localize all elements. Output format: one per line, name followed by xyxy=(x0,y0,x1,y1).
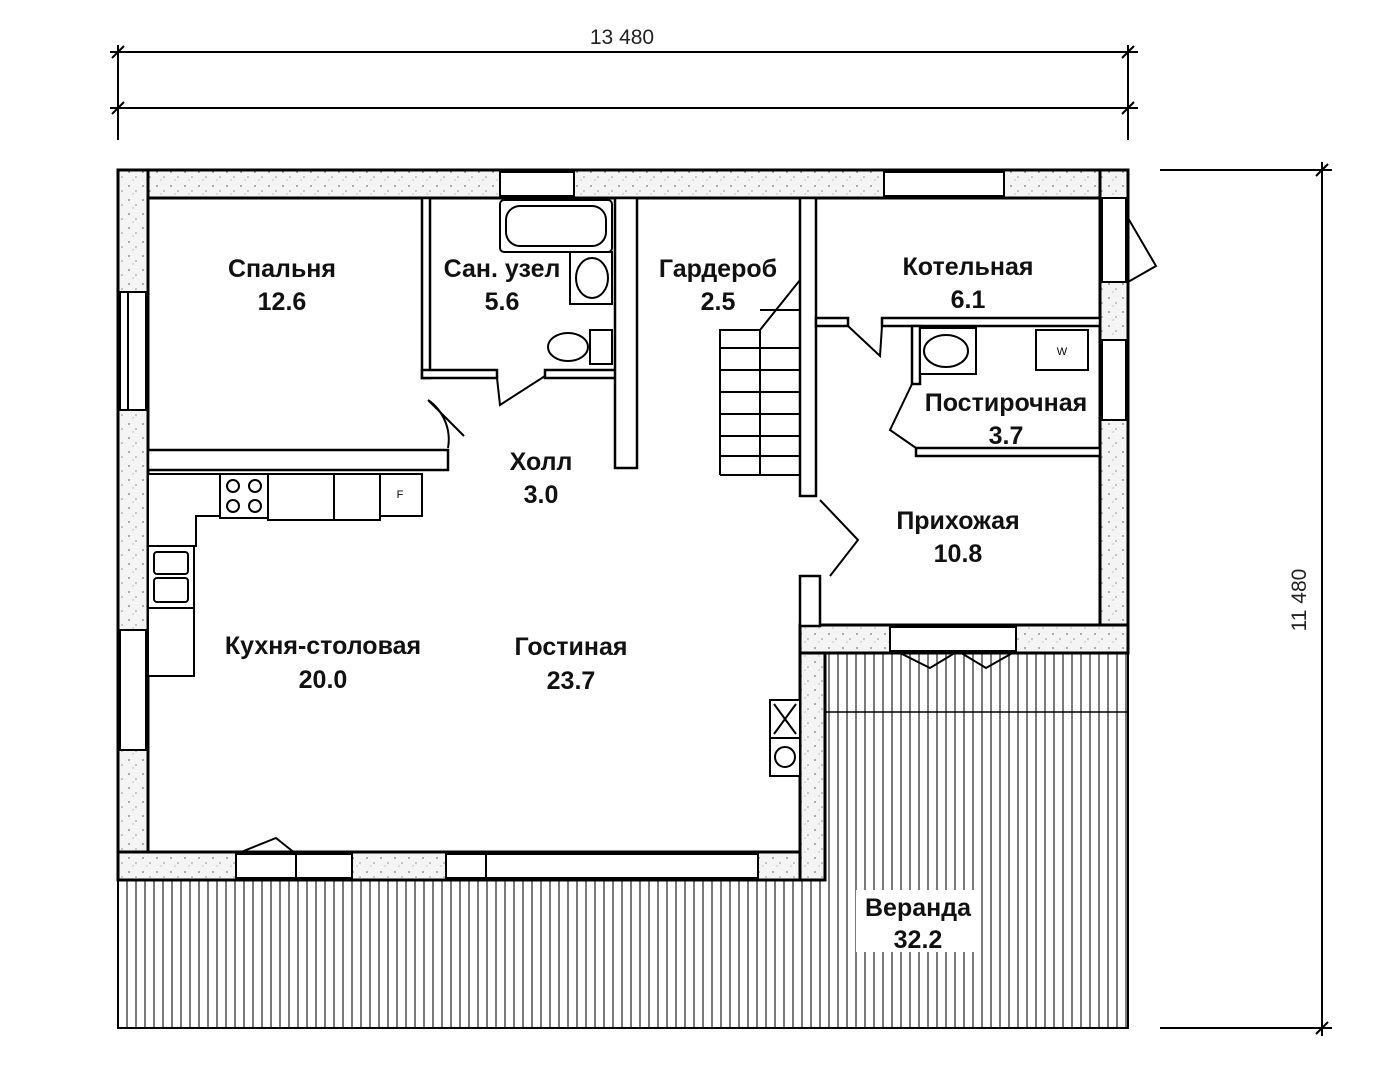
room-area: 2.5 xyxy=(701,288,736,316)
laundry-sink-icon xyxy=(919,327,977,375)
room-name: Котельная xyxy=(903,253,1034,281)
boiler-chimney-icon xyxy=(769,699,801,777)
room-area: 3.7 xyxy=(989,422,1024,450)
room-area: 6.1 xyxy=(951,286,986,314)
room-area: 5.6 xyxy=(485,288,520,316)
room-laundry: Постирочная 3.7 xyxy=(925,389,1087,450)
room-name: Гардероб xyxy=(659,255,777,283)
staircase xyxy=(719,279,801,476)
washer-label: W xyxy=(1057,346,1068,358)
dimension-height: 11 480 xyxy=(1160,162,1332,1036)
room-boiler: Котельная 6.1 xyxy=(903,253,1034,314)
bathroom-sink-icon xyxy=(569,251,613,305)
veranda-deck xyxy=(117,653,1129,1029)
room-kitchen-dining: Кухня-столовая 20.0 xyxy=(225,632,421,694)
room-name: Холл xyxy=(510,448,573,476)
bathtub-icon xyxy=(499,199,613,253)
kitchen-counter: F xyxy=(147,473,423,677)
room-name: Спальня xyxy=(228,255,336,283)
room-name: Гостиная xyxy=(515,633,628,661)
interior-walls xyxy=(146,196,1102,628)
room-veranda: Веранда 32.2 xyxy=(865,894,972,954)
height-label: 11 480 xyxy=(1288,569,1311,632)
dimension-width: 13 480 xyxy=(110,26,1138,140)
room-name: Веранда xyxy=(865,894,972,922)
room-name: Постирочная xyxy=(925,389,1087,417)
room-area: 32.2 xyxy=(894,926,943,954)
toilet-icon xyxy=(547,329,613,365)
room-area: 23.7 xyxy=(547,667,596,695)
washer-icon: W xyxy=(1035,329,1089,371)
room-bathroom: Сан. узел 5.6 xyxy=(444,255,561,316)
room-area: 3.0 xyxy=(524,481,559,509)
fridge-label: F xyxy=(397,489,404,501)
doors xyxy=(235,217,1158,855)
windows xyxy=(119,171,1127,879)
room-wardrobe: Гардероб 2.5 xyxy=(659,255,777,316)
width-label: 13 480 xyxy=(590,26,654,49)
room-area: 20.0 xyxy=(299,666,348,694)
room-name: Сан. узел xyxy=(444,255,561,283)
room-name: Кухня-столовая xyxy=(225,632,421,660)
room-living: Гостиная 23.7 xyxy=(515,633,628,695)
room-hall: Холл 3.0 xyxy=(510,448,573,509)
room-area: 12.6 xyxy=(258,288,307,316)
room-entrance: Прихожая 10.8 xyxy=(896,507,1019,568)
room-name: Прихожая xyxy=(896,507,1019,535)
room-area: 10.8 xyxy=(934,540,983,568)
room-spalnya: Спальня 12.6 xyxy=(228,255,336,316)
